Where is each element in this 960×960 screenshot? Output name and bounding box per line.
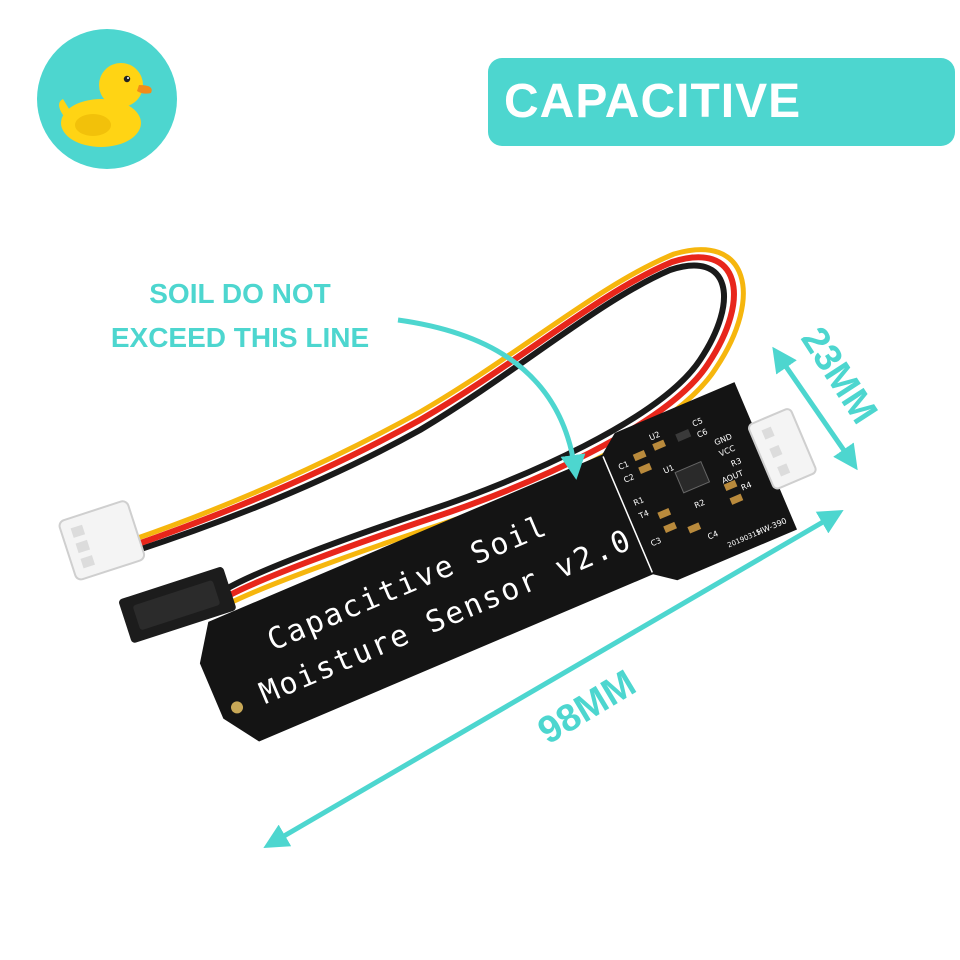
page-title: CAPACITIVE (504, 75, 802, 128)
duck-logo (37, 29, 177, 169)
length-label: 98MM (531, 662, 643, 752)
jst-connector (58, 500, 146, 581)
label-r2: R2 (693, 498, 706, 510)
soil-line-note: SOIL DO NOT EXCEED THIS LINE (40, 272, 440, 360)
label-u2: U2 (648, 430, 662, 443)
width-label: 23MM (792, 320, 885, 431)
length-arrow (263, 509, 844, 849)
arrow-icon (397, 317, 586, 480)
label-r3: R3 (730, 456, 743, 468)
label-r4: R4 (740, 480, 753, 492)
label-c6: C6 (696, 427, 709, 439)
label-r1: R1 (632, 495, 645, 507)
title-badge: CAPACITIVE (488, 58, 955, 146)
label-u1: U1 (662, 463, 676, 476)
dupont-connector (119, 567, 236, 643)
note-line-1: SOIL DO NOT (149, 278, 331, 309)
label-c5: C5 (691, 416, 704, 428)
label-c1: C1 (617, 459, 630, 471)
duck-logo-icon (59, 63, 152, 147)
note-line-2: EXCEED THIS LINE (110, 322, 370, 353)
label-c2: C2 (622, 472, 635, 484)
width-arrow (772, 346, 858, 471)
